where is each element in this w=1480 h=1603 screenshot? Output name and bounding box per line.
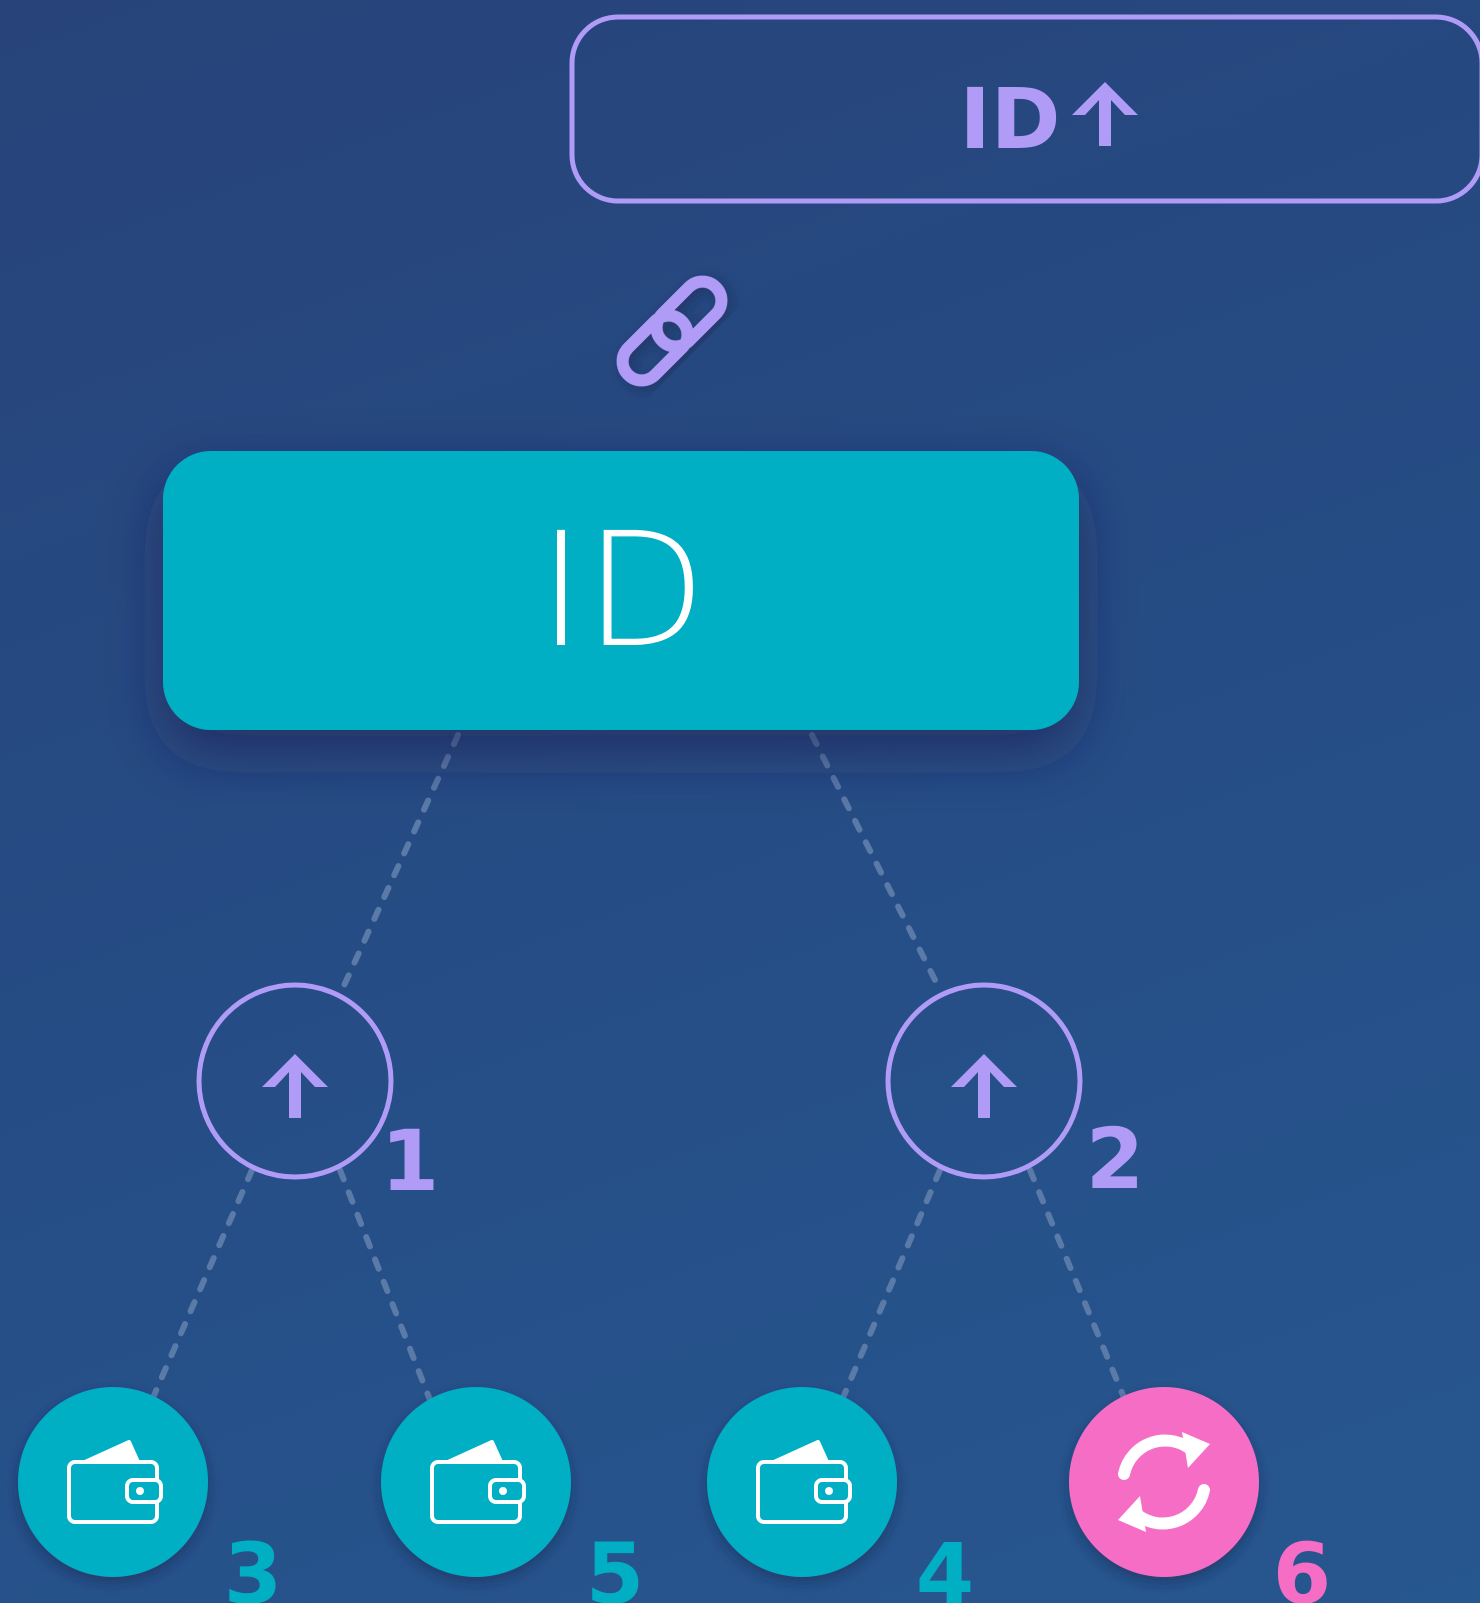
connector-node-1-to-leaf-5 — [337, 1167, 433, 1403]
leaf-node-6: 6 — [1069, 1387, 1331, 1603]
leaf-node-5: 5 — [381, 1387, 644, 1603]
leaf-node-3: 3 — [18, 1387, 282, 1603]
wallet-icon — [430, 1440, 526, 1524]
connector-node-1-to-leaf-3 — [149, 1167, 255, 1403]
connector-node-2-to-leaf-6 — [1027, 1167, 1128, 1403]
chain-link-icon — [616, 275, 728, 387]
refresh-icon — [1118, 1432, 1210, 1532]
wallet-icon — [756, 1440, 852, 1524]
main-id-label: ID — [538, 499, 706, 683]
connector-node-2-to-leaf-4 — [839, 1167, 943, 1403]
intermediate-node-1: 1 — [196, 982, 439, 1210]
leaf-badge-4: 4 — [916, 1525, 974, 1603]
node-badge-2: 2 — [1086, 1110, 1144, 1208]
top-id-box: ID — [569, 14, 1480, 204]
intermediate-node-2: 2 — [885, 982, 1144, 1208]
connector-main-to-node-2 — [809, 732, 943, 993]
main-id-box: ID — [163, 451, 1079, 730]
arrow-up-icon — [1072, 82, 1138, 146]
leaf-node-4: 4 — [707, 1387, 974, 1603]
leaf-badge-3: 3 — [224, 1525, 282, 1603]
leaf-badge-5: 5 — [586, 1525, 644, 1603]
connectors — [149, 732, 1128, 1403]
leaf-badge-6: 6 — [1273, 1525, 1331, 1603]
connector-main-to-node-1 — [339, 732, 461, 993]
arrow-up-icon — [262, 1054, 328, 1118]
arrow-up-icon — [951, 1054, 1017, 1118]
top-id-label: ID — [960, 70, 1061, 168]
node-badge-1: 1 — [381, 1112, 439, 1210]
wallet-icon — [67, 1440, 163, 1524]
